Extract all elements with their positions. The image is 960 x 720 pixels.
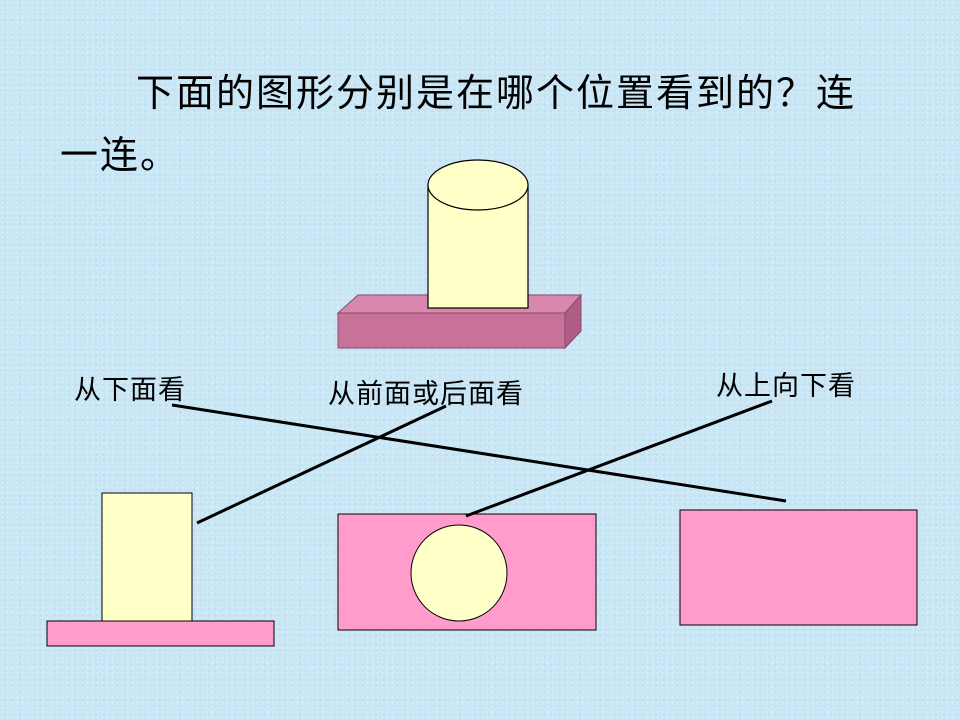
- bottom-view-rect: [679, 509, 918, 626]
- question-text: 下面的图形分别是在哪个位置看到的？连一连。: [60, 71, 857, 177]
- cylinder-top: [427, 159, 529, 211]
- top-view-circle: [410, 524, 508, 622]
- front-view-base: [46, 620, 275, 647]
- label-from-front-back: 从前面或后面看: [328, 379, 524, 410]
- solid-object: [336, 159, 583, 350]
- box-front-face: [337, 312, 566, 349]
- bottom-view-figure[interactable]: [679, 509, 918, 626]
- front-view-figure[interactable]: [46, 492, 275, 647]
- label-from-bottom: 从下面看: [74, 375, 186, 406]
- top-view-figure[interactable]: [337, 513, 597, 631]
- connector-lines: [171, 399, 787, 525]
- connector-bottom: [171, 403, 787, 503]
- label-from-top: 从上向下看: [716, 371, 856, 402]
- connector-top: [465, 399, 773, 518]
- front-view-cylinder: [101, 492, 193, 622]
- connector-front: [196, 404, 447, 525]
